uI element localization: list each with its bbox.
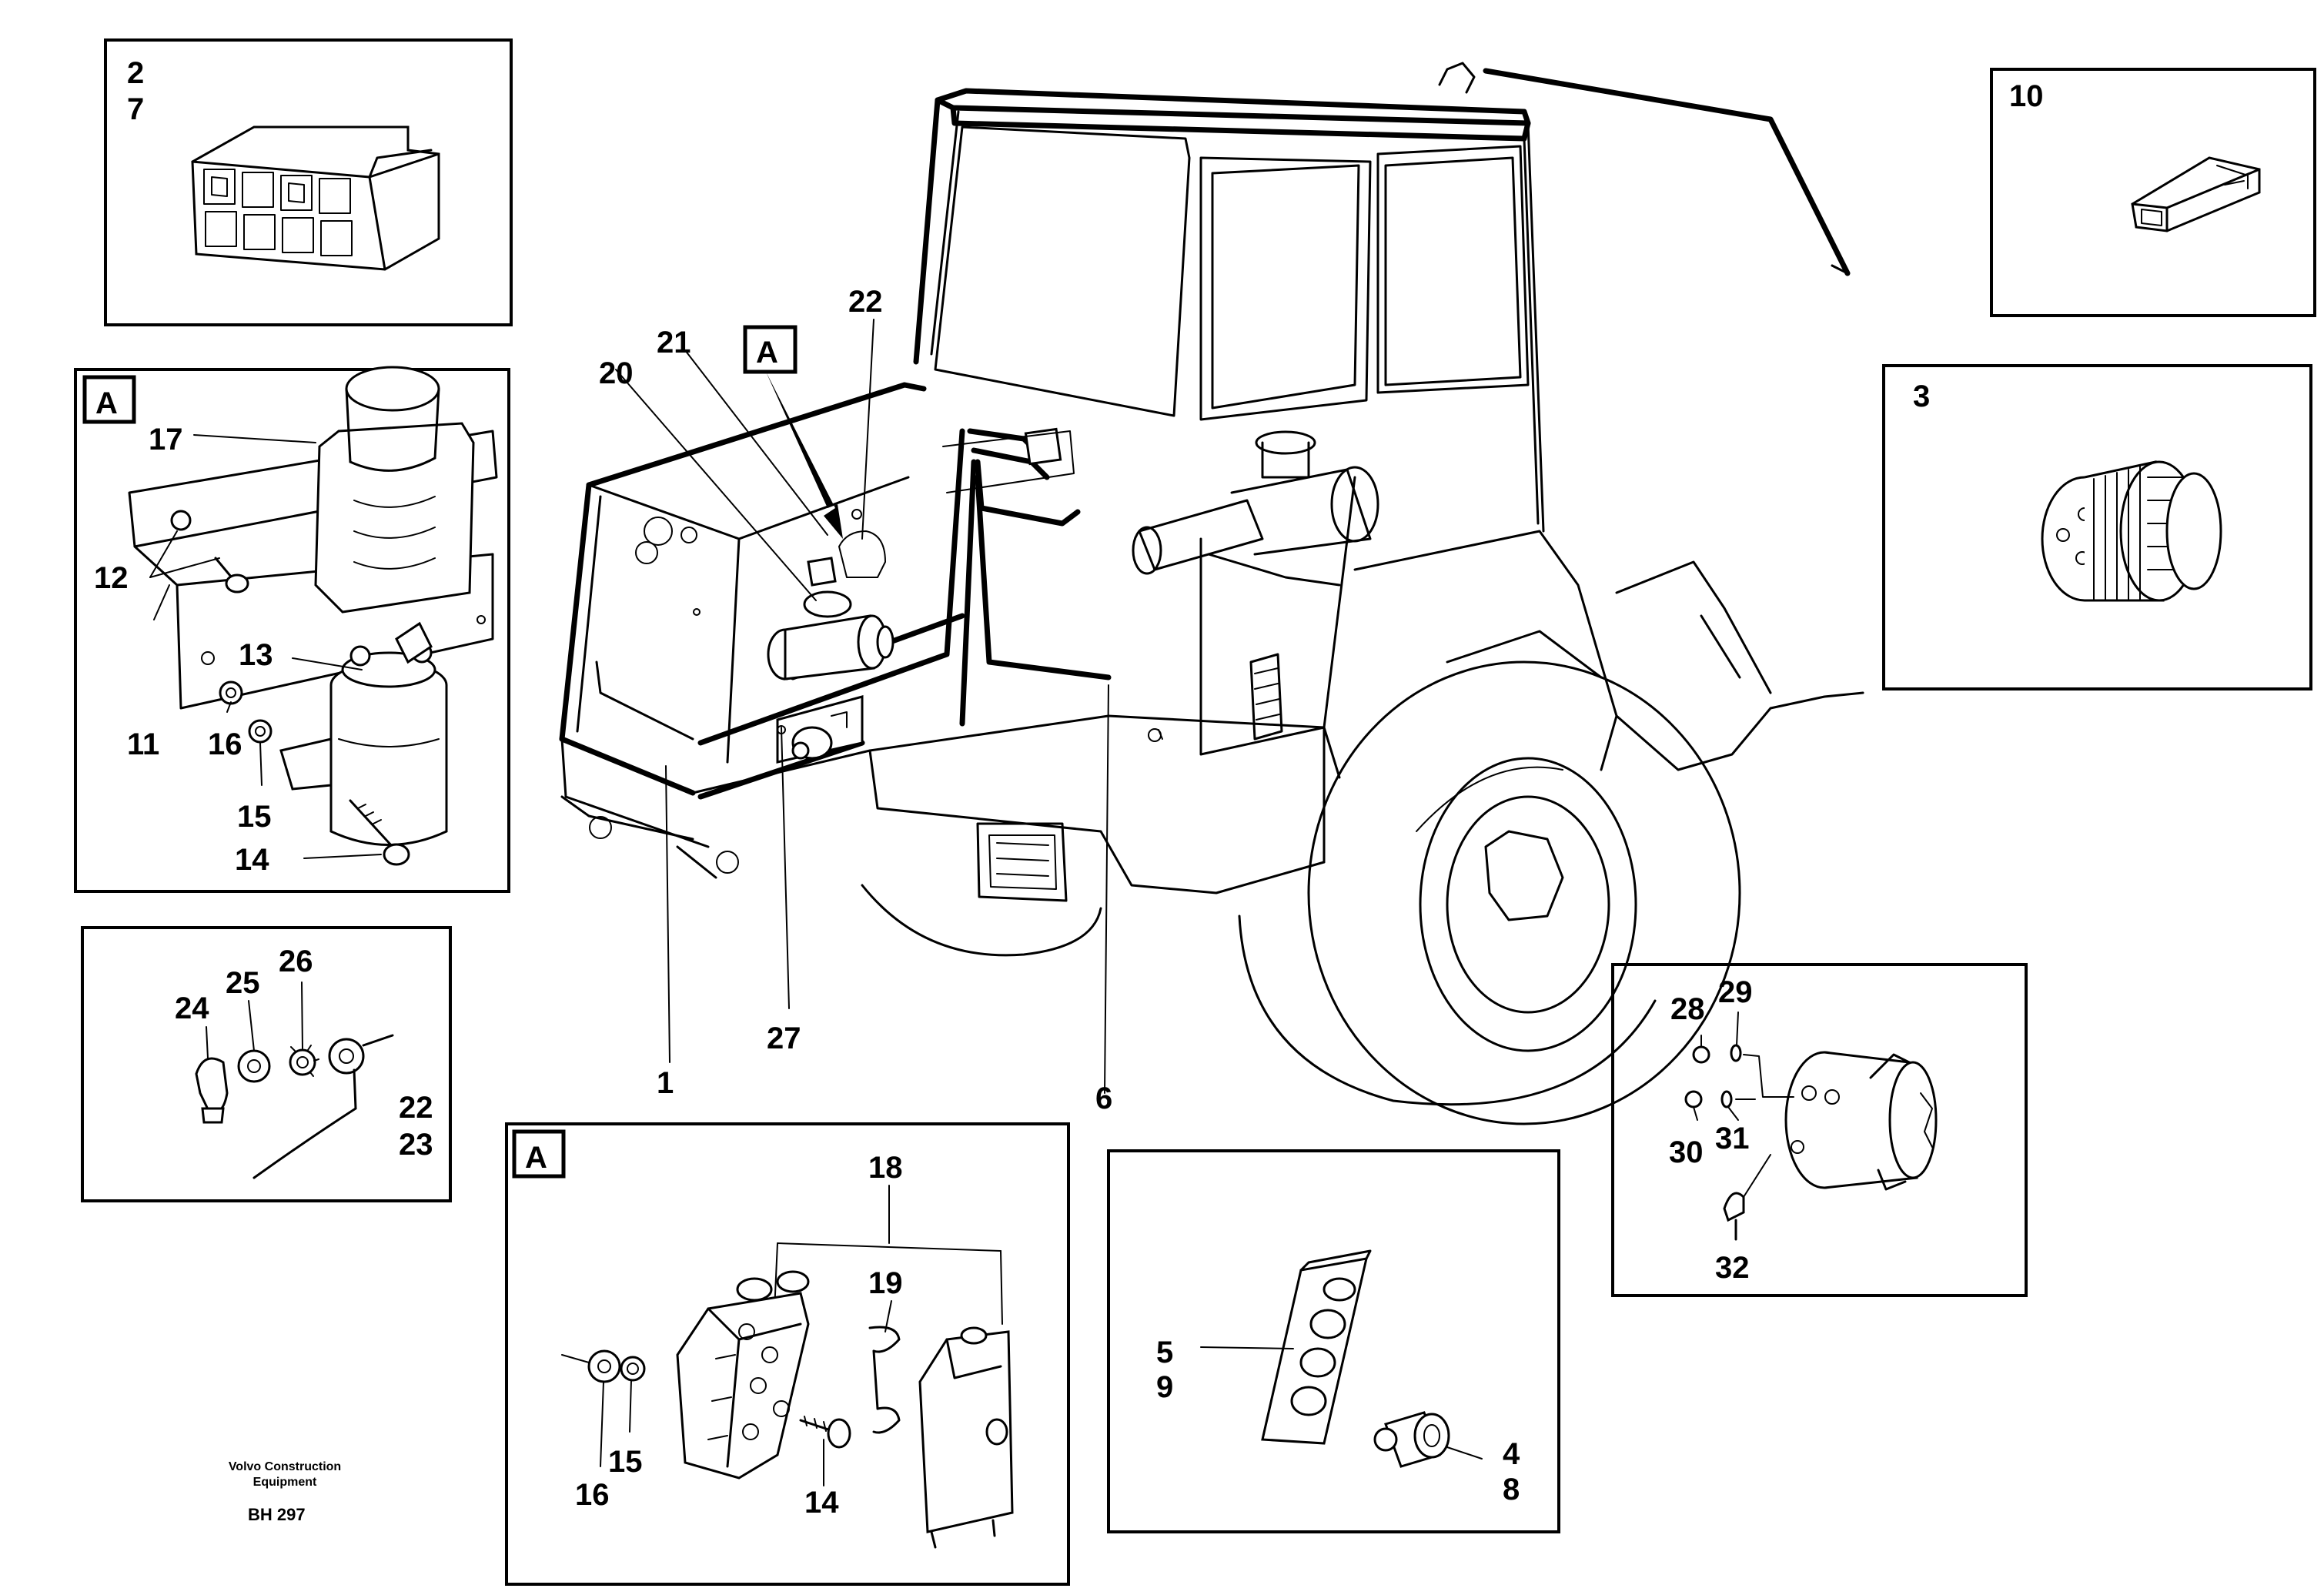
detail-tag-main-label: A	[756, 336, 778, 369]
callout-15-lower: 15	[608, 1445, 643, 1479]
detail-box-alternator: 28 29 30 31 32	[1611, 963, 2028, 1297]
callout-25: 25	[226, 966, 260, 1000]
callout-4: 4	[1503, 1437, 1520, 1471]
callout-8: 8	[1503, 1473, 1520, 1506]
callout-23: 23	[399, 1128, 433, 1162]
starter-motor	[767, 590, 894, 680]
footer: Volvo Construction Equipment BH 297	[229, 1460, 341, 1524]
callout-7: 7	[127, 92, 144, 126]
callout-18: 18	[868, 1151, 903, 1185]
callout-27: 27	[767, 1022, 801, 1055]
callout-16-lower: 16	[575, 1478, 610, 1512]
callout-17: 17	[149, 423, 183, 456]
callout-32: 32	[1715, 1251, 1750, 1285]
callout-3: 3	[1913, 380, 1930, 413]
detail-tag-main: A	[743, 325, 843, 539]
callout-24: 24	[175, 991, 209, 1025]
detail-tag-a-2: A	[525, 1141, 547, 1175]
footer-code: BH 297	[248, 1505, 306, 1524]
callout-31: 31	[1715, 1122, 1750, 1155]
callout-20: 20	[599, 356, 634, 390]
callout-21: 21	[657, 326, 691, 359]
callout-14-upper: 14	[235, 843, 269, 877]
callout-28: 28	[1670, 992, 1705, 1026]
callout-19: 19	[868, 1266, 903, 1300]
callout-12: 12	[94, 561, 129, 595]
callout-5: 5	[1156, 1336, 1173, 1369]
detail-box-switch-plate: 5 9 4 8	[1107, 1149, 1560, 1533]
main-leaders	[615, 319, 1109, 1094]
callout-29: 29	[1718, 975, 1753, 1009]
detail-box-terminal: 24 25 26 22 23	[81, 926, 452, 1202]
callout-22-terminal: 22	[399, 1091, 433, 1125]
callout-6: 6	[1095, 1082, 1112, 1115]
detail-box-plug-3: 3	[1882, 364, 2312, 690]
callout-9: 9	[1156, 1370, 1173, 1404]
callout-13: 13	[239, 638, 273, 672]
footer-company-line1: Volvo Construction	[229, 1460, 341, 1473]
footer-company-line2: Equipment	[253, 1476, 317, 1489]
detail-box-connector-10: 10	[1990, 68, 2316, 317]
callout-26: 26	[279, 945, 313, 978]
callout-14-lower: 14	[804, 1486, 839, 1520]
detail-tag-a-1: A	[95, 386, 118, 420]
callout-30: 30	[1669, 1135, 1704, 1169]
callout-15-upper: 15	[237, 800, 272, 834]
callout-16-upper: 16	[208, 727, 242, 761]
callout-22-main: 22	[848, 285, 883, 319]
callout-2: 2	[127, 56, 144, 90]
detail-box-connector-2-7: 2 7	[104, 38, 513, 326]
callout-10: 10	[2009, 79, 2044, 113]
detail-box-a-solenoid: A	[74, 366, 510, 893]
callout-11: 11	[127, 727, 159, 761]
machine-illustration	[559, 62, 1864, 1125]
detail-box-a-fuse-holder: A	[505, 1122, 1070, 1586]
callout-1: 1	[657, 1066, 674, 1100]
